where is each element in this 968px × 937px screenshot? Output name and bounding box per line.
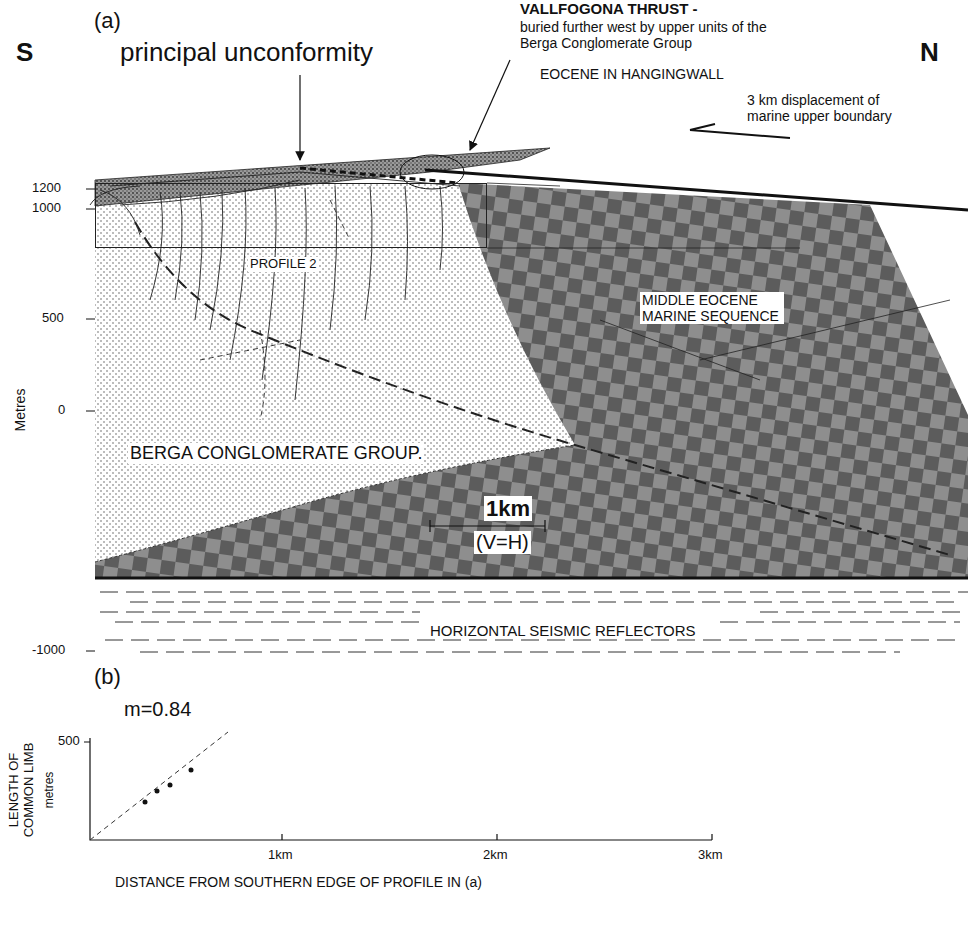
annotation-label: S (14, 38, 35, 68)
detachment-line (135, 222, 950, 555)
annotation-label: (a) (92, 8, 123, 33)
annotation-label: 500 (56, 734, 82, 749)
annotation-label: (b) (92, 664, 123, 689)
axis-title: Metres (12, 387, 28, 434)
annotation-label: BERGA CONGLOMERATE GROUP. (128, 443, 424, 464)
regression-line (90, 732, 228, 840)
annotation-label: HORIZONTAL SEISMIC REFLECTORS (428, 622, 698, 639)
basement-line (95, 577, 968, 580)
annotation-label: (V=H) (474, 531, 531, 554)
annotation-label: principal unconformity (118, 38, 375, 68)
annotation-label: m=0.84 (122, 698, 193, 721)
annotation-label: 2km (481, 848, 510, 863)
marine-upper-boundary (300, 168, 458, 183)
axis-ticks-a (86, 189, 95, 651)
annotation-label: 3 km displacement of marine upper bounda… (745, 92, 924, 124)
chart-axes (84, 738, 712, 840)
annotation-label: 1km (484, 496, 532, 521)
axis-title: LENGTH OF COMMON LIMB (7, 733, 37, 847)
hangingwall-band (95, 148, 550, 206)
fold-traces (90, 172, 460, 400)
thrust-leader (470, 60, 510, 150)
annotation-label: 0 (56, 403, 67, 418)
annotation-label: VALLFOGONA THRUST - (518, 0, 699, 17)
axis-title: metres (43, 770, 57, 811)
annotation-label: 1200 (30, 181, 63, 196)
thrust-sense-arrow (690, 124, 790, 138)
annotation-label: buried further west by upper units of th… (518, 19, 772, 51)
annotation-label: EOCENE IN HANGINGWALL (538, 66, 726, 82)
annotation-label: 1000 (30, 201, 63, 216)
fold-traces-dashed (200, 200, 350, 420)
annotation-label: DISTANCE FROM SOUTHERN EDGE OF PROFILE I… (113, 874, 484, 890)
unconformity-leader (299, 75, 300, 160)
annotation-label: 1km (266, 848, 295, 863)
annotation-label: -1000 (30, 643, 67, 658)
profile-label: PROFILE 2 (248, 257, 318, 272)
thrust-line (425, 170, 968, 210)
marine-sequence-region (95, 183, 968, 578)
seismic-reflectors (100, 592, 968, 652)
annotation-label: MIDDLE EOCENE MARINE SEQUENCE (640, 292, 784, 324)
annotation-label: 500 (40, 311, 66, 326)
profile-guide-lines (487, 183, 950, 380)
annotation-label: 3km (696, 848, 725, 863)
profile-box: PROFILE 2 (95, 183, 487, 248)
data-points (143, 768, 194, 805)
annotation-label: N (918, 38, 941, 68)
